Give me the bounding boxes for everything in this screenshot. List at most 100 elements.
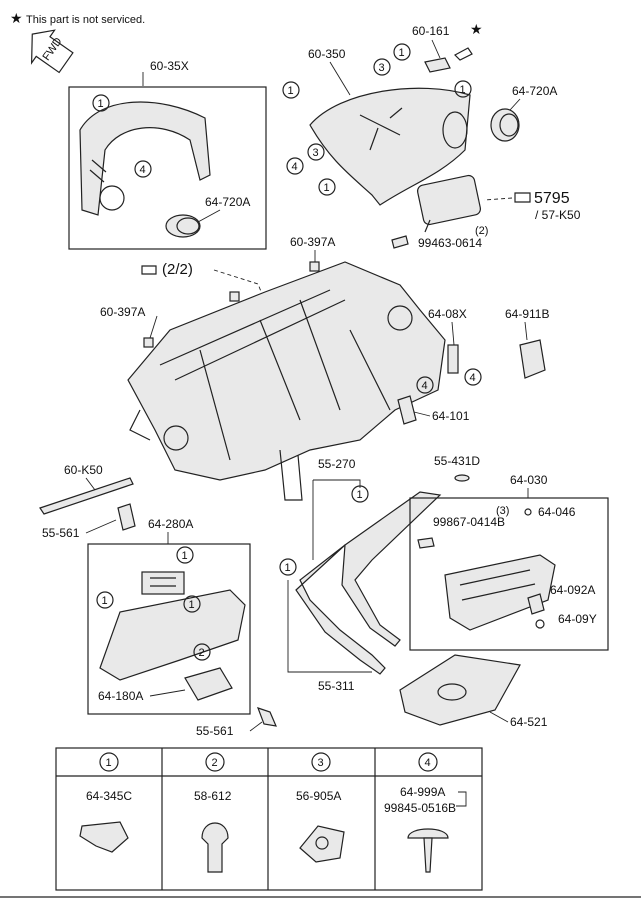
label-64-720a-right: 64-720A [512, 84, 557, 98]
svg-text:1: 1 [285, 562, 291, 574]
screw-55-561-bottom [256, 707, 277, 727]
meter-hood-cover [79, 101, 211, 216]
group-label-60-35x: 60-35X [150, 59, 189, 73]
stopper-64-09y [535, 619, 545, 629]
marker-1-f: 1 [351, 485, 369, 503]
marker-1-g: 1 [279, 558, 297, 576]
label-ref-2-2: (2/2) [162, 261, 193, 278]
svg-text:1: 1 [98, 98, 104, 110]
legend-table [55, 747, 483, 891]
label-99867-0414b: 99867-0414B [433, 515, 505, 529]
label-64-521: 64-521 [510, 715, 548, 729]
switch-64-08x [447, 344, 459, 374]
legend-cell-4: 4 64-999A 99845-0516B [384, 752, 467, 873]
svg-text:4: 4 [292, 161, 298, 173]
fwd-arrow-icon: FWD [30, 29, 74, 74]
marker-4-c: 4 [464, 368, 482, 386]
glove-box [444, 554, 556, 631]
svg-text:1: 1 [460, 84, 466, 96]
svg-text:3: 3 [313, 147, 319, 159]
label-64-09y: 64-09Y [558, 612, 597, 626]
marker-1-a: 1 [92, 94, 110, 112]
marker-4-a: 4 [134, 160, 152, 178]
marker-1-e: 1 [318, 178, 336, 196]
group-label-55-270: 55-270 [318, 457, 356, 471]
legend-part-99845-0516b: 99845-0516B [384, 801, 456, 815]
reference-hand-icon-2 [141, 265, 157, 275]
group-label-55-311: 55-311 [318, 679, 355, 693]
marker-4-b: 4 [286, 157, 304, 175]
clip-60-397a-left [143, 337, 154, 348]
label-64-180a: 64-180A [98, 689, 143, 703]
label-64-911b: 64-911B [505, 307, 549, 321]
screw-55-561-top [117, 503, 136, 531]
legend-cell-1: 1 64-345C [79, 752, 132, 853]
nut-56-905a-icon [299, 825, 345, 863]
svg-text:2: 2 [199, 647, 205, 659]
svg-text:1: 1 [399, 47, 405, 59]
label-64-720a-left: 64-720A [205, 195, 250, 209]
svg-text:1: 1 [106, 757, 112, 769]
svg-text:4: 4 [140, 164, 146, 176]
svg-text:2: 2 [212, 757, 218, 769]
label-60-350: 60-350 [308, 47, 346, 61]
svg-text:3: 3 [379, 62, 385, 74]
screw-99867 [417, 537, 435, 549]
group-box-64-280a [87, 543, 251, 715]
latch-64-092a [527, 593, 545, 615]
legend-part-64-999a: 64-999A [400, 785, 445, 799]
label-55-431d: 55-431D [434, 454, 480, 468]
marker-3-b: 3 [307, 143, 325, 161]
label-60-161: 60-161 [412, 24, 450, 38]
vent-louver-right [490, 108, 520, 142]
clip-60-397a-mid [229, 291, 240, 302]
svg-text:1: 1 [102, 595, 108, 607]
svg-text:4: 4 [470, 372, 476, 384]
group-label-64-030: 64-030 [510, 473, 548, 487]
label-57-k50: / 57-K50 [535, 208, 581, 222]
clip-64-345c-icon [79, 821, 129, 853]
reference-hand-icon [514, 192, 531, 203]
grommet-58-612-icon [201, 822, 229, 873]
label-64-092a: 64-092A [550, 583, 595, 597]
marker-4-d: 4 [416, 376, 434, 394]
dashboard-panel-main [127, 261, 446, 501]
marker-1-j: 1 [183, 595, 201, 613]
seal-60-k50 [39, 477, 134, 515]
label-64-08x: 64-08X [428, 307, 467, 321]
legend-part-58-612: 58-612 [194, 789, 232, 803]
defroster-grille [424, 47, 473, 73]
legend-cell-2: 2 58-612 [194, 752, 232, 873]
star-icon: ★ [10, 10, 23, 26]
svg-text:4: 4 [425, 757, 431, 769]
label-55-561-top: 55-561 [42, 526, 80, 540]
marker-1-h: 1 [176, 546, 194, 564]
marker-3-a: 3 [373, 58, 391, 76]
glove-box-lower-64-521 [399, 654, 521, 726]
label-64-046: 64-046 [538, 505, 576, 519]
svg-text:1: 1 [324, 182, 330, 194]
qty-3-label: (3) [496, 505, 509, 517]
svg-text:1: 1 [357, 489, 363, 501]
fwd-label: FWD [40, 35, 64, 62]
svg-text:1: 1 [189, 599, 195, 611]
legend-part-64-345c: 64-345C [86, 789, 132, 803]
label-60-397a-top: 60-397A [290, 235, 335, 249]
qty-2-bolt: (2) [475, 225, 488, 237]
legend-cell-3: 3 56-905A [296, 752, 345, 863]
group-box-64-030 [409, 497, 609, 651]
bracket-64-911b [519, 339, 546, 379]
svg-text:3: 3 [318, 757, 324, 769]
label-55-561-bottom: 55-561 [196, 724, 234, 738]
marker-1-d: 1 [454, 80, 472, 98]
upper-dash-panel [309, 87, 471, 206]
svg-text:1: 1 [288, 85, 294, 97]
bracket-64-101 [397, 395, 417, 425]
group-label-64-280a: 64-280A [148, 517, 193, 531]
marker-1-b: 1 [282, 81, 300, 99]
label-60-k50: 60-K50 [64, 463, 103, 477]
marker-1-c: 1 [393, 43, 411, 61]
label-5795: 5795 [534, 190, 570, 207]
